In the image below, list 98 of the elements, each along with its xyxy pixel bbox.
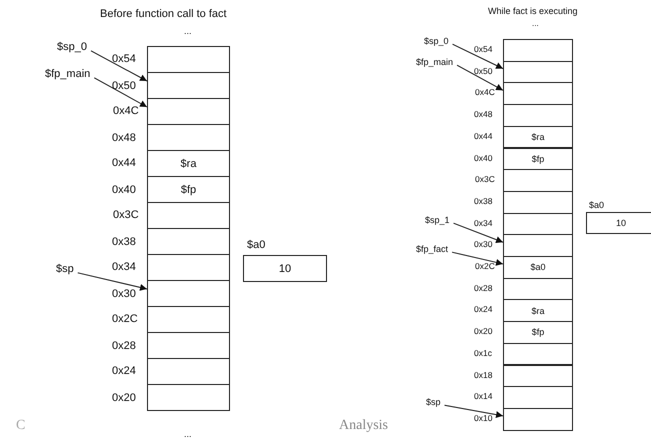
cell-value: $ra (531, 132, 544, 142)
memory-cell (503, 60, 573, 84)
memory-cell (503, 321, 573, 344)
address-label: 0x54 (474, 45, 492, 54)
address-label: 0x24 (474, 305, 492, 314)
register-value: 10 (616, 218, 626, 228)
cell-value: $ra (180, 158, 196, 170)
address-label: 0x20 (112, 393, 136, 404)
address-label: 0x30 (112, 289, 136, 300)
heading: While fact is executing (488, 7, 578, 16)
ellipsis: ... (184, 430, 192, 439)
cell-value: $ra (531, 306, 544, 316)
address-label: 0x40 (474, 154, 492, 162)
memory-cell (503, 169, 573, 192)
memory-cell (147, 98, 230, 125)
address-label: 0x18 (474, 370, 492, 379)
address-label: 0x20 (474, 327, 492, 336)
memory-cell (147, 358, 230, 385)
address-label: 0x48 (474, 110, 492, 119)
pointer-label: $sp (56, 264, 74, 275)
pointer-arrow (452, 44, 504, 70)
memory-cell (503, 299, 573, 322)
cell-value: $fp (180, 184, 196, 196)
address-label: 0x1c (474, 348, 492, 358)
memory-cell (503, 126, 573, 148)
cell-value: $fp (532, 327, 544, 338)
memory-cell (503, 148, 573, 170)
address-label: 0x28 (112, 341, 136, 352)
memory-cell (503, 386, 573, 409)
address-label: 0x10 (474, 414, 492, 422)
address-label: 0x40 (112, 185, 136, 196)
memory-cell (503, 104, 573, 127)
pointer-label: $sp_0 (57, 42, 87, 53)
register-value: 10 (278, 262, 292, 274)
ellipsis: ... (184, 27, 192, 36)
address-label: 0x2C (112, 314, 138, 325)
memory-cell (503, 39, 573, 62)
address-label: 0x28 (474, 284, 492, 292)
pointer-arrow (90, 50, 148, 82)
pointer-label: $sp_0 (424, 37, 449, 46)
memory-cell (503, 256, 573, 279)
address-label: 0x3C (475, 175, 495, 184)
pointer-arrow (94, 77, 148, 108)
address-label: 0x44 (474, 132, 492, 140)
memory-cell (147, 176, 230, 203)
address-label: 0x4C (113, 106, 139, 117)
pointer-label: $fp_main (416, 58, 454, 67)
memory-cell (147, 254, 230, 281)
memory-cell (147, 124, 230, 151)
pointer-arrow (452, 252, 504, 266)
memory-cell (503, 342, 573, 366)
register-name: $a0 (247, 240, 266, 251)
pointer-arrow (77, 272, 148, 291)
address-label: 0x30 (474, 240, 492, 249)
memory-cell (147, 46, 230, 73)
memory-cell (147, 384, 230, 411)
address-label: 0x2C (475, 262, 495, 270)
address-label: 0x24 (112, 366, 136, 377)
memory-cell (147, 202, 230, 229)
faded-text: Analysis (339, 419, 388, 433)
memory-cell (147, 228, 230, 255)
address-label: 0x38 (474, 196, 492, 206)
memory-cell (503, 234, 573, 257)
register-name: $a0 (589, 201, 604, 210)
memory-cell (503, 278, 573, 300)
memory-cell (503, 364, 573, 388)
memory-cell (503, 190, 573, 214)
memory-cell (147, 150, 230, 177)
memory-cell (147, 332, 230, 359)
pointer-label: $fp_main (45, 69, 90, 80)
address-label: 0x4C (475, 88, 495, 97)
memory-cell (503, 82, 573, 106)
address-label: 0x44 (112, 158, 136, 169)
ellipsis: ... (532, 20, 539, 28)
pointer-arrow (444, 404, 504, 418)
memory-cell (147, 306, 230, 333)
memory-cell (147, 72, 230, 99)
memory-cell (503, 408, 573, 431)
address-label: 0x14 (474, 392, 492, 401)
cell-value: $fp (532, 154, 544, 164)
heading: Before function call to fact (100, 9, 227, 20)
address-label: 0x3C (113, 210, 139, 221)
pointer-label: $sp_1 (425, 216, 450, 225)
pointer-arrow (453, 222, 504, 243)
memory-cell (147, 280, 230, 307)
address-label: 0x48 (112, 133, 136, 144)
address-label: 0x38 (112, 237, 136, 248)
address-label: 0x50 (474, 66, 492, 76)
faded-text: C (16, 419, 26, 433)
pointer-arrow (456, 64, 504, 91)
address-label: 0x54 (112, 54, 136, 65)
address-label: 0x50 (112, 81, 136, 92)
cell-value: $a0 (530, 262, 546, 272)
pointer-label: $fp_fact (416, 245, 448, 254)
pointer-label: $sp (426, 398, 441, 407)
address-label: 0x34 (112, 262, 136, 273)
memory-cell (503, 212, 573, 236)
address-label: 0x34 (474, 218, 492, 228)
